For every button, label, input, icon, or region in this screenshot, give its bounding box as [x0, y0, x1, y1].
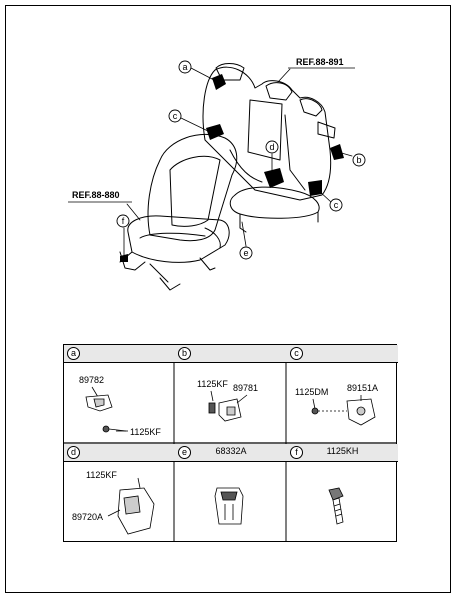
part-number-89151a: 89151A — [347, 383, 379, 393]
part-marker-a — [212, 74, 226, 90]
table-grid — [62, 343, 397, 542]
bracket-89151a-drawing — [311, 395, 376, 426]
svg-text:c: c — [173, 111, 178, 121]
cell-a: a 89782 1125KF — [64, 345, 175, 444]
cell-b-badge: b — [178, 347, 191, 360]
svg-text:REF.88-891: REF.88-891 — [296, 57, 344, 67]
front-seat — [119, 134, 238, 291]
cell-b: b 1125KF 89781 — [175, 345, 287, 444]
svg-text:e: e — [243, 248, 248, 258]
seat-assembly-illustration: a c d b c e f REF.88-891 REF.88-880 — [68, 57, 366, 291]
bolt-1125kh-drawing — [328, 487, 344, 525]
cell-c-badge: c — [290, 347, 303, 360]
cell-c-header: c — [287, 345, 398, 363]
svg-text:REF.88-880: REF.88-880 — [72, 190, 120, 200]
bracket-89720a-drawing — [107, 477, 155, 535]
part-number-1125kh: 1125KH — [326, 446, 359, 456]
callout-f: f — [116, 214, 130, 228]
part-number-1125dm: 1125DM — [295, 387, 329, 397]
part-number-89782: 89782 — [79, 375, 105, 385]
cell-e-header: e 68332A — [175, 444, 287, 462]
callout-a: a — [178, 60, 192, 74]
callout-d: d — [265, 140, 279, 154]
svg-text:b: b — [356, 155, 361, 165]
drawing-frame — [5, 5, 451, 593]
cell-e: e 68332A — [175, 444, 287, 543]
part-marker-c1 — [206, 124, 224, 140]
part-marker-d — [264, 168, 284, 188]
cell-d: d 1125KF 89720A — [64, 444, 175, 543]
parts-table: a 89782 1125KF b 1125KF 89781 — [62, 343, 398, 543]
cell-d-header: d — [64, 444, 175, 462]
cell-f: f 1125KH — [287, 444, 398, 543]
svg-text:a: a — [182, 62, 187, 72]
part-number-1125kf-b: 1125KF — [197, 379, 228, 389]
clip-68332a-drawing — [214, 487, 244, 525]
svg-text:c: c — [334, 200, 339, 210]
cell-f-header: f 1125KH — [287, 444, 398, 462]
cell-f-badge: f — [290, 446, 303, 459]
cell-e-badge: e — [178, 446, 191, 459]
cell-a-badge: a — [67, 347, 80, 360]
bracket-89782-drawing — [85, 386, 128, 433]
ref-label-top-right: REF.88-891 — [288, 57, 355, 69]
callout-c1: c — [168, 109, 182, 123]
cell-d-badge: d — [67, 446, 80, 459]
rear-seat-back — [202, 63, 336, 201]
bracket-89781-drawing — [208, 390, 248, 422]
callout-b: b — [352, 153, 366, 167]
part-number-1125kf-d: 1125KF — [86, 470, 117, 480]
part-marker-c2 — [308, 180, 322, 196]
cell-b-header: b — [175, 345, 287, 363]
part-number-89720a: 89720A — [72, 512, 104, 522]
leader-lines — [123, 67, 353, 259]
svg-text:d: d — [269, 142, 274, 152]
callout-c2: c — [329, 198, 343, 212]
part-number-1125kf: 1125KF — [130, 427, 161, 437]
part-number-68332a: 68332A — [215, 446, 247, 456]
cell-c: c 1125DM 89151A — [287, 345, 398, 444]
cell-a-header: a — [64, 345, 175, 363]
callout-e: e — [239, 246, 253, 260]
part-number-89781: 89781 — [233, 383, 259, 393]
svg-text:f: f — [122, 216, 125, 226]
rear-seat-cushion — [229, 186, 320, 233]
ref-label-left: REF.88-880 — [68, 190, 132, 203]
part-marker-b — [330, 144, 344, 160]
